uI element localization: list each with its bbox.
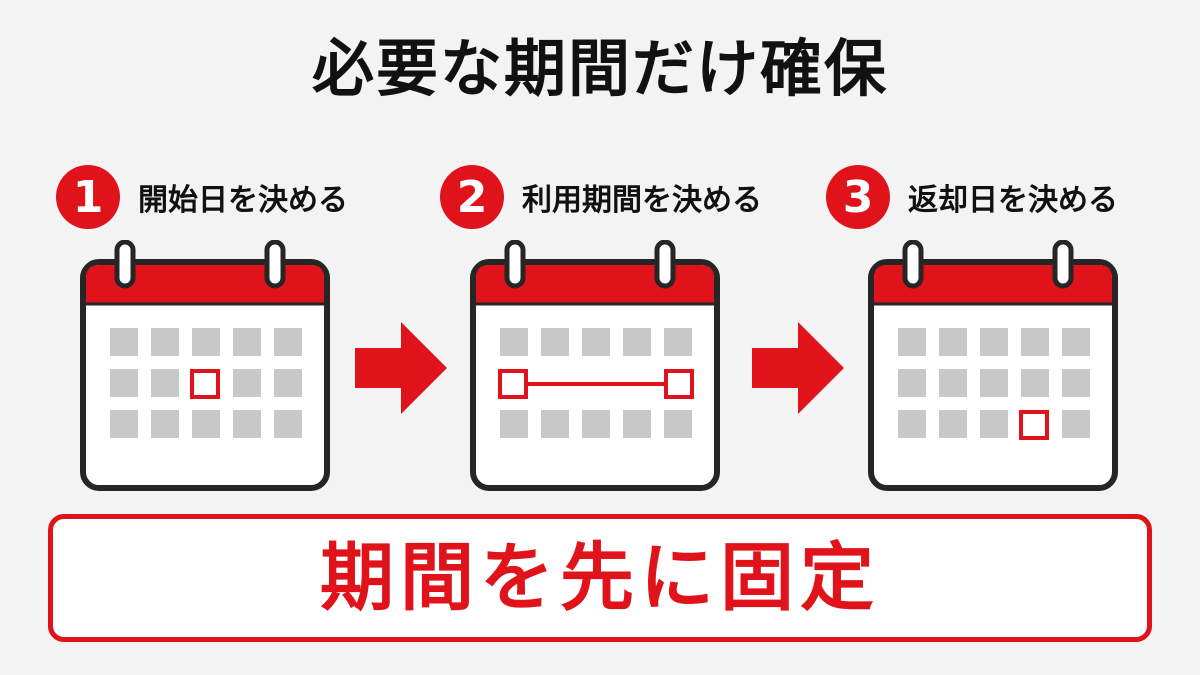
step-2-header: 2 利用期間を決める xyxy=(440,165,762,229)
step-3-label: 返却日を決める xyxy=(908,183,1118,218)
page-title: 必要な期間だけ確保 xyxy=(311,32,888,105)
calendar-period-icon xyxy=(470,240,720,491)
step-1-header: 1 開始日を決める xyxy=(56,165,348,229)
conclusion-box: 期間を先に固定 xyxy=(48,514,1152,642)
calendar-2 xyxy=(470,240,720,492)
step-1-label: 開始日を決める xyxy=(138,183,348,218)
calendar-start-date-icon xyxy=(80,240,330,491)
step-1-number-badge: 1 xyxy=(56,165,120,229)
calendar-1 xyxy=(80,240,330,492)
step-2-label: 利用期間を決める xyxy=(522,183,762,218)
step-2-number-badge: 2 xyxy=(440,165,504,229)
conclusion-text: 期間を先に固定 xyxy=(320,535,880,621)
calendar-3 xyxy=(868,240,1118,492)
step-3-header: 3 返却日を決める xyxy=(826,165,1118,229)
arrow-right-icon xyxy=(752,322,844,418)
calendar-return-date-icon xyxy=(868,240,1118,491)
step-3-number-badge: 3 xyxy=(826,165,890,229)
arrow-right-icon xyxy=(355,322,447,418)
